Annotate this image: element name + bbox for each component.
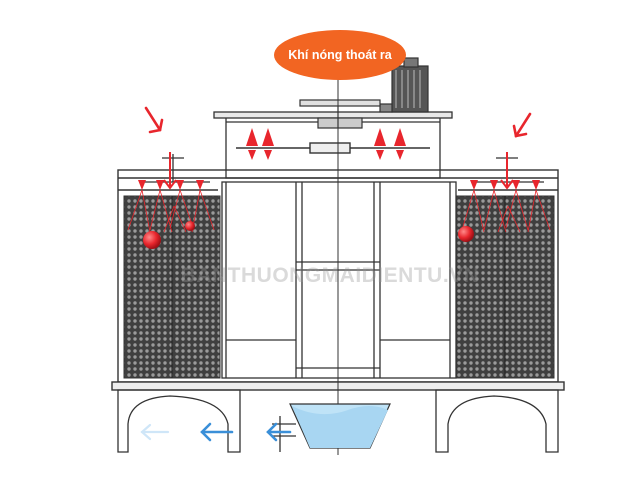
hot-air-outlet-text: Khí nóng thoát ra: [288, 48, 392, 62]
bottom-basin: [117, 389, 559, 453]
water-droplet: [143, 231, 161, 249]
left-spray-lines: [127, 189, 215, 233]
hot-air-arrow-left: [144, 106, 164, 134]
outlet-pipe: [272, 416, 296, 452]
right-side-nozzles: [470, 180, 540, 190]
water-droplet: [458, 226, 474, 242]
cool-air-inlet-arrows: [140, 422, 292, 442]
hot-air-outlet-label: Khí nóng thoát ra: [274, 30, 406, 80]
fan-motor: [379, 57, 429, 113]
left-side-nozzles: [138, 180, 204, 190]
watermark: BANTHUONGMAIDIENTU.VN: [180, 264, 480, 287]
right-fill-panel: [455, 195, 555, 379]
top-spray-pipe: [236, 142, 430, 154]
hot-air-arrow-right: [512, 112, 532, 138]
water-down-arrow-right: [500, 152, 514, 190]
water-down-arrow-left: [163, 152, 177, 190]
water-droplet: [185, 221, 195, 231]
top-spray-nozzles: [246, 128, 406, 160]
left-fill-panel: [123, 195, 221, 379]
right-spray-lines: [461, 189, 551, 233]
